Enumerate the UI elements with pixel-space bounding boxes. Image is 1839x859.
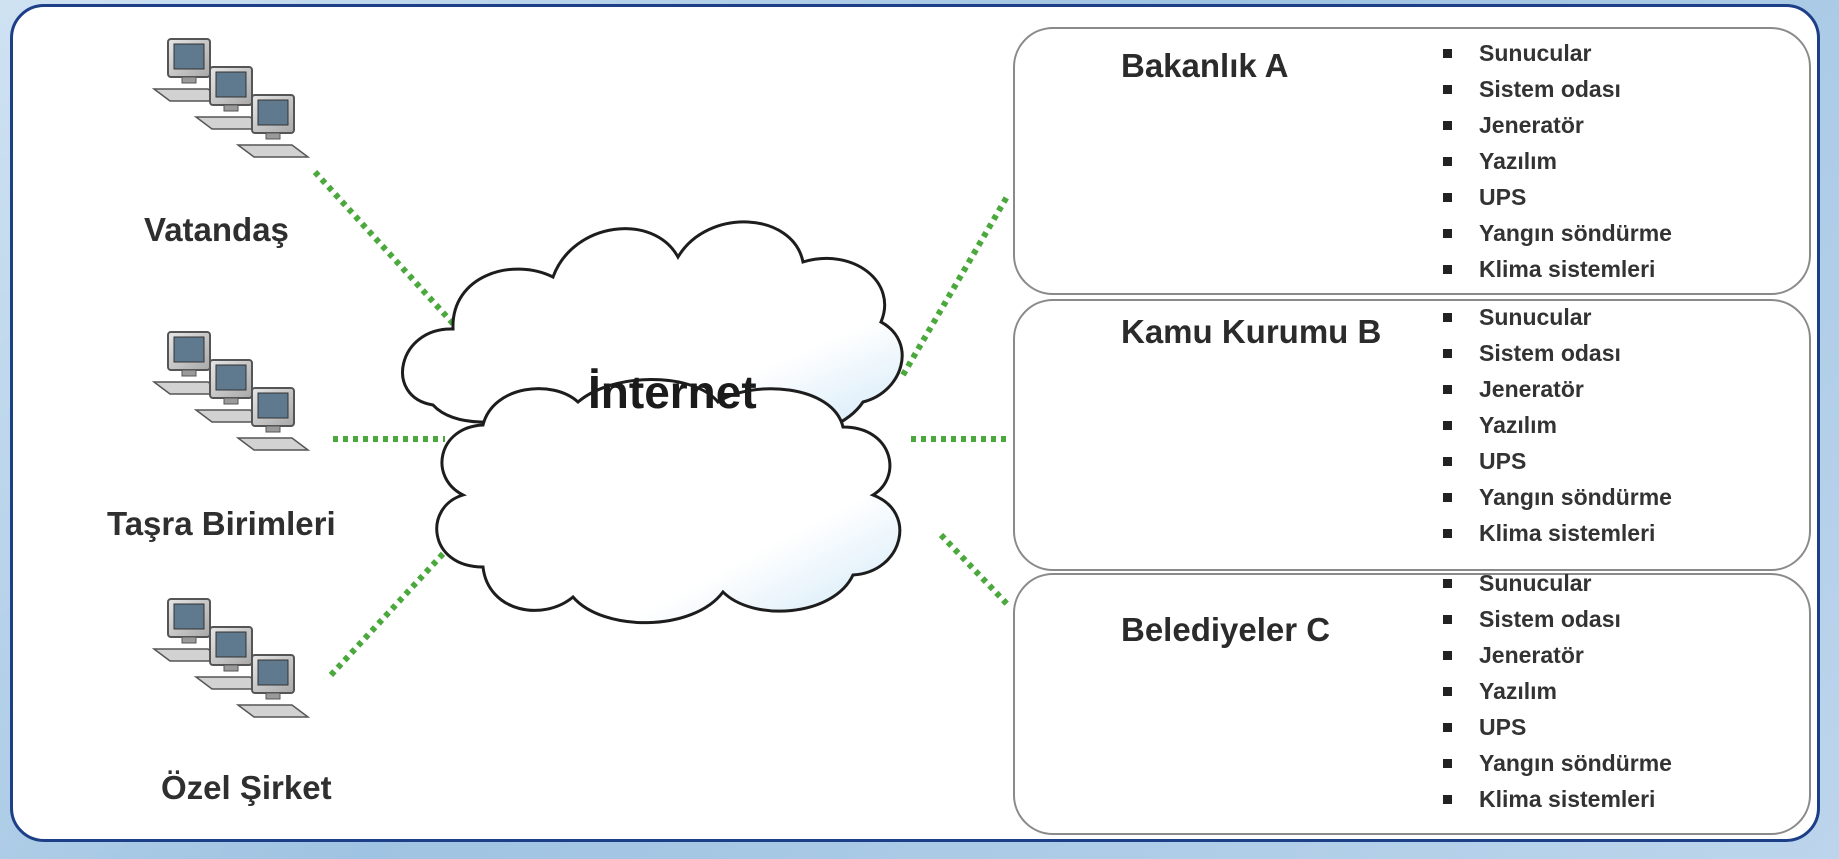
list-item: Yangın söndürme — [1443, 479, 1672, 515]
list-item: Sistem odası — [1443, 71, 1672, 107]
client-icon-groups — [151, 38, 311, 718]
desktop-computer-icon — [151, 331, 227, 395]
list-item: Sistem odası — [1443, 335, 1672, 371]
link-internet-bakanlik — [900, 193, 1011, 377]
feature-list: Sunucular Sistem odası Jeneratör Yazılım… — [1443, 35, 1672, 287]
computers-icon-ozel — [151, 598, 311, 718]
list-item: Sunucular — [1443, 299, 1672, 335]
client-label-vatandas: Vatandaş — [144, 211, 289, 248]
list-item: Yangın söndürme — [1443, 215, 1672, 251]
client-label-ozel: Özel Şirket — [161, 769, 332, 806]
panel-title: Bakanlık A — [1121, 47, 1289, 84]
link-vatandas-internet — [312, 169, 461, 332]
desktop-computer-icon — [235, 94, 311, 158]
desktop-computer-icon — [235, 654, 311, 718]
list-item: Sunucular — [1443, 35, 1672, 71]
diagram-frame: İnternet Vatandaş Taşra Birimleri Özel Ş… — [10, 4, 1820, 842]
desktop-computer-icon — [235, 387, 311, 451]
list-item: Jeneratör — [1443, 107, 1672, 143]
feature-list: Sunucular Sistem odası Jeneratör Yazılım… — [1443, 565, 1672, 817]
panel-belediyeler: Belediyeler C Sunucular Sistem odası Jen… — [1013, 570, 1811, 835]
list-item: Klima sistemleri — [1443, 781, 1672, 817]
feature-list: Sunucular Sistem odası Jeneratör Yazılım… — [1443, 299, 1672, 551]
panel-title: Kamu Kurumu B — [1121, 313, 1382, 350]
panel-bakanlik: Bakanlık A Sunucular Sistem odası Jenera… — [1013, 27, 1811, 295]
desktop-computer-icon — [193, 626, 269, 690]
list-item: Klima sistemleri — [1443, 251, 1672, 287]
client-label-tasra: Taşra Birimleri — [107, 505, 336, 542]
list-item: UPS — [1443, 709, 1672, 745]
list-item: Jeneratör — [1443, 371, 1672, 407]
list-item: Klima sistemleri — [1443, 515, 1672, 551]
link-ozel-internet — [328, 540, 456, 678]
list-item: Sistem odası — [1443, 601, 1672, 637]
list-item: Yazılım — [1443, 407, 1672, 443]
desktop-computer-icon — [151, 598, 227, 662]
desktop-computer-icon — [193, 359, 269, 423]
desktop-computer-icon — [151, 38, 227, 102]
computers-icon-vatandas — [151, 38, 311, 158]
link-internet-belediye — [938, 532, 1011, 608]
list-item: Sunucular — [1443, 565, 1672, 601]
list-item: Jeneratör — [1443, 637, 1672, 673]
panel-title: Belediyeler C — [1121, 611, 1331, 648]
dotted-links — [312, 169, 1011, 678]
list-item: UPS — [1443, 443, 1672, 479]
internet-label: İnternet — [588, 366, 757, 418]
computers-icon-tasra — [151, 331, 311, 451]
internet-cloud — [401, 220, 904, 625]
cloud-lower-shape — [435, 378, 902, 625]
panel-kamu-kurumu: Kamu Kurumu B Sunucular Sistem odası Jen… — [1013, 299, 1811, 571]
list-item: Yazılım — [1443, 673, 1672, 709]
list-item: Yazılım — [1443, 143, 1672, 179]
list-item: UPS — [1443, 179, 1672, 215]
list-item: Yangın söndürme — [1443, 745, 1672, 781]
